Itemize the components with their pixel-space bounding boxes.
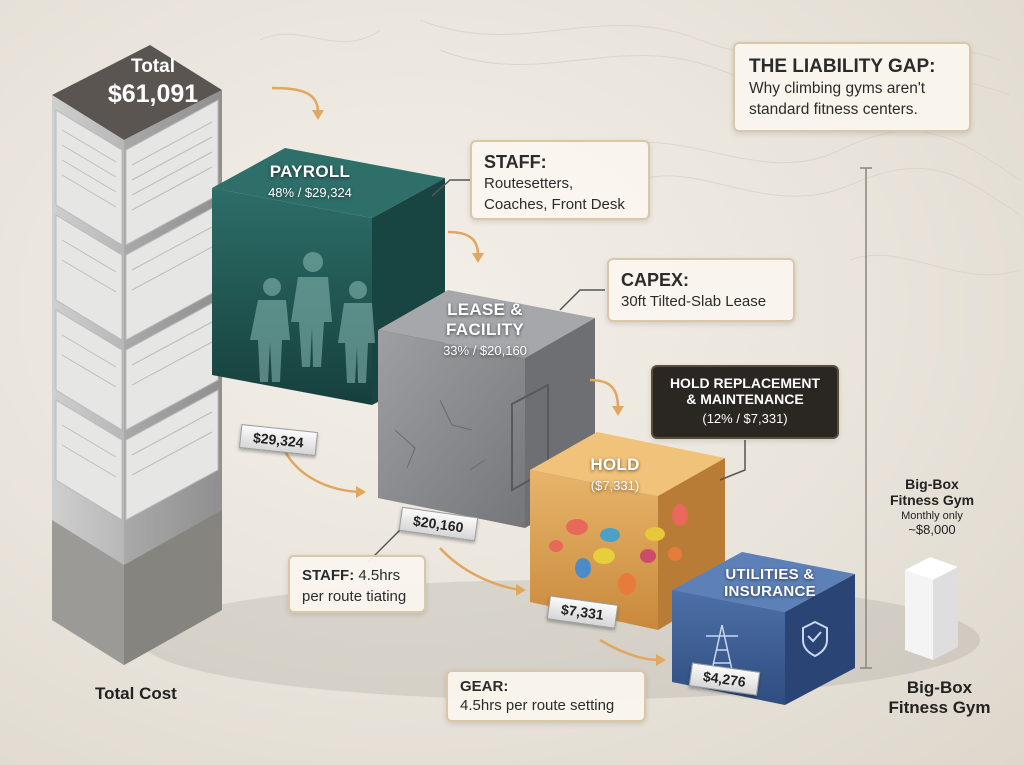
staff-silhouettes-icon <box>250 252 375 383</box>
hold-replacement-callout: HOLD REPLACEMENT & MAINTENANCE (12% / $7… <box>651 365 839 439</box>
staff-routes-head: STAFF: <box>302 567 355 584</box>
payroll-label: PAYROLL 48% / $29,324 <box>240 162 380 200</box>
total-title: Total <box>131 56 175 77</box>
hold-label: HOLD ($7,331) <box>560 455 670 493</box>
total-label: Total $61,091 <box>98 56 208 109</box>
payroll-title: PAYROLL <box>269 162 351 181</box>
staff-routes-line1: per route tiating <box>302 588 407 605</box>
staff-routes-callout: STAFF: 4.5hrs per route tiating <box>288 555 426 613</box>
total-cost-caption: Total Cost <box>95 684 177 703</box>
total-amount: $61,091 <box>107 80 199 108</box>
liability-line1: Why climbing gyms aren't <box>749 80 926 97</box>
bigbox-caption-line2: Fitness Gym <box>888 698 991 717</box>
hold-sub: ($7,331) <box>590 478 640 493</box>
staff-routes-head-rest: 4.5hrs <box>354 567 401 584</box>
hold-replacement-line1: HOLD REPLACEMENT <box>669 375 821 391</box>
capex-line1: 30ft Tilted-Slab Lease <box>621 293 767 310</box>
hold-replacement-line2: & MAINTENANCE <box>686 391 804 407</box>
capex-head: CAPEX: <box>621 270 690 290</box>
hold-block <box>530 432 725 630</box>
bigbox-label: Big-Box Fitness Gym Monthly only ~$8,000 <box>872 476 992 537</box>
capex-callout: CAPEX: 30ft Tilted-Slab Lease <box>607 258 795 322</box>
hold-replacement-line3: (12% / $7,331) <box>702 411 788 426</box>
staff-head: STAFF: <box>484 152 547 172</box>
hold-title: HOLD <box>590 455 640 474</box>
total-column <box>52 45 222 665</box>
bigbox-title-line1: Big-Box <box>905 476 959 492</box>
gear-head: GEAR: <box>460 678 509 695</box>
utilities-title-line1: UTILITIES & <box>725 566 815 583</box>
climbing-holds-icon <box>549 504 688 595</box>
staff-callout: STAFF: Routesetters, Coaches, Front Desk <box>470 140 650 220</box>
lease-label: LEASE & FACILITY 33% / $20,160 <box>420 300 550 358</box>
lease-sub: 33% / $20,160 <box>443 343 527 358</box>
scale-bar <box>860 167 872 669</box>
payroll-sub: 48% / $29,324 <box>268 185 352 200</box>
power-tower-icon <box>706 624 738 671</box>
gear-callout: GEAR: 4.5hrs per route setting <box>446 670 646 722</box>
utilities-label: UTILITIES & INSURANCE <box>710 566 830 600</box>
bigbox-title-line2: Fitness Gym <box>889 492 975 508</box>
staff-line2: Coaches, Front Desk <box>484 196 625 213</box>
bigbox-amount: ~$8,000 <box>908 522 956 537</box>
liability-gap-callout: THE LIABILITY GAP: Why climbing gyms are… <box>733 42 971 132</box>
staff-line1: Routesetters, <box>484 175 574 192</box>
bigbox-caption: Big-Box Fitness Gym <box>872 678 1007 718</box>
bigbox-block <box>905 557 958 660</box>
bigbox-sub: Monthly only <box>901 510 963 522</box>
liability-title: THE LIABILITY GAP: <box>749 56 936 77</box>
bigbox-caption-line1: Big-Box <box>906 678 973 697</box>
utilities-title-line2: INSURANCE <box>724 583 816 600</box>
lease-title-line1: LEASE & <box>447 300 523 319</box>
gear-line1: 4.5hrs per route setting <box>460 697 615 714</box>
arrow-heads <box>312 110 666 666</box>
shield-icon <box>802 620 828 658</box>
lease-title-line2: FACILITY <box>446 320 524 339</box>
liability-line2: standard fitness centers. <box>749 101 918 118</box>
